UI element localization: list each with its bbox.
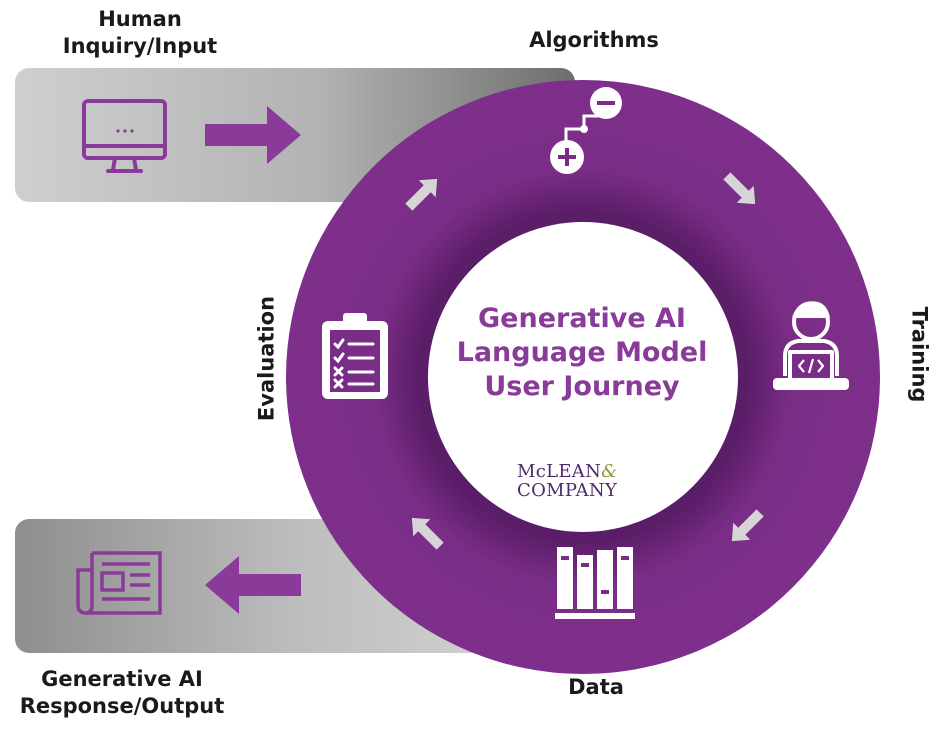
algorithms-label: Algorithms	[529, 28, 659, 52]
center-disc	[428, 222, 738, 532]
flow-arrow-top-right-icon	[723, 172, 756, 205]
center-title-line1: Generative AI	[478, 303, 686, 334]
mclean-company-logo: McLEAN& COMPANY	[517, 462, 657, 500]
center-title: Generative AI Language Model User Journe…	[437, 302, 727, 404]
developer-icon	[773, 301, 849, 390]
output-label: Generative AI Response/Output	[0, 666, 244, 720]
output-arrow-icon	[205, 556, 301, 614]
logo-ampersand: &	[601, 461, 618, 482]
monitor-icon	[82, 99, 167, 173]
output-label-line1: Generative AI	[41, 667, 203, 691]
flow-arrow-bottom-right-icon	[731, 509, 764, 542]
plus-minus-icon	[550, 87, 622, 174]
input-label-line1: Human	[98, 7, 182, 31]
books-icon	[555, 547, 635, 619]
evaluation-label: Evaluation	[254, 295, 279, 422]
logo-line2: COMPANY	[517, 480, 618, 501]
output-label-line2: Response/Output	[19, 694, 225, 718]
logo-line1: McLEAN	[517, 461, 602, 482]
center-title-line3: User Journey	[484, 371, 680, 402]
flow-arrow-top-left-icon	[405, 178, 438, 211]
input-label: Human Inquiry/Input	[20, 6, 260, 60]
data-label: Data	[568, 675, 624, 699]
checklist-icon	[322, 313, 388, 399]
input-label-line2: Inquiry/Input	[62, 34, 218, 58]
training-label: Training	[907, 306, 932, 403]
input-arrow-icon	[205, 106, 301, 164]
center-title-line2: Language Model	[456, 337, 708, 368]
flow-arrow-bottom-left-icon	[411, 517, 444, 550]
newspaper-icon	[76, 551, 162, 615]
